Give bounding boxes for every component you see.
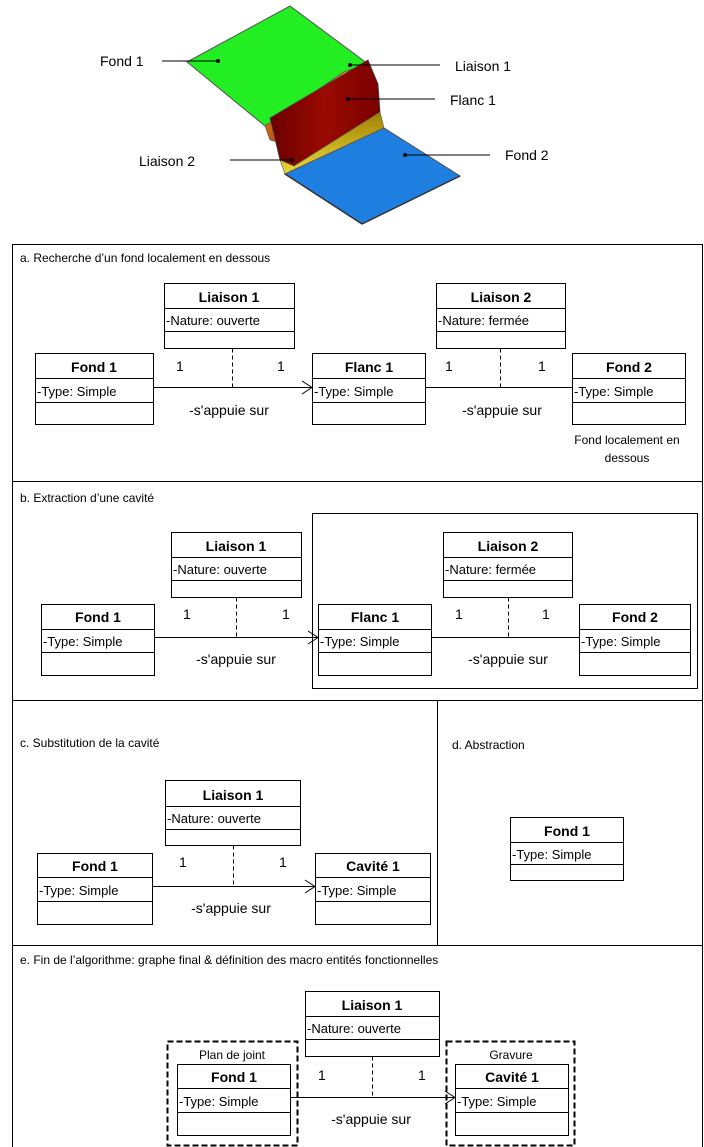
multiplicity: 1 [179, 854, 187, 870]
multiplicity: 1 [282, 606, 290, 622]
class-attribute: -Type: Simple [43, 634, 122, 649]
class-name: Fond 1 [72, 858, 118, 874]
class-name: Liaison 2 [478, 538, 539, 554]
association [153, 348, 573, 395]
class-box-fond2: Fond 2 -Type: Simple [579, 604, 691, 676]
class-name: Liaison 1 [206, 538, 267, 554]
class-name: Fond 1 [71, 359, 117, 375]
class-box-fond1: Fond 1 -Type: Simple [35, 353, 154, 425]
relation-label: -s'appuie sur [331, 1111, 411, 1127]
multiplicity: 1 [279, 854, 287, 870]
relation-label: -s'appuie sur [196, 651, 276, 667]
class-box-fond1: Fond 1 -Type: Simple [177, 1064, 291, 1136]
multiplicity: 1 [277, 358, 285, 374]
panel-c: c. Substitution de la cavité Fond 1 -Typ… [20, 736, 431, 925]
group-label-right: Gravure [489, 1048, 533, 1062]
class-attribute: -Type: Simple [581, 634, 660, 649]
class-attribute: -Nature: ouverte [307, 1021, 401, 1036]
panel-d: d. Abstraction Fond 1 -Type: Simple [452, 738, 624, 881]
group-plan-de-joint [166, 1040, 299, 1147]
multiplicity: 1 [455, 606, 463, 622]
class-name: Liaison 1 [199, 289, 260, 305]
panel-frame [12, 244, 703, 482]
multiplicity: 1 [418, 1067, 426, 1083]
multiplicity: 1 [318, 1067, 326, 1083]
relation-label: -s'appuie sur [462, 402, 542, 418]
class-attribute: -Type: Simple [457, 1094, 536, 1109]
association [154, 597, 580, 645]
relation-label: -s'appuie sur [189, 402, 269, 418]
class-attribute: -Type: Simple [320, 634, 399, 649]
association [290, 1056, 456, 1105]
class-name: Fond 1 [75, 609, 121, 625]
class-box-liaison1: Liaison 1 -Nature: ouverte [171, 532, 302, 598]
multiplicity: 1 [538, 358, 546, 374]
class-attribute: -Type: Simple [512, 847, 591, 862]
panel-e-title: e. Fin de l’algorithme: graphe final & d… [20, 953, 438, 967]
panel-e: e. Fin de l’algorithme: graphe final & d… [20, 953, 576, 1147]
class-box-liaison1: Liaison 1 -Nature: ouverte [164, 283, 295, 349]
class-name: Liaison 1 [342, 997, 403, 1013]
class-box-fond1: Fond 1 -Type: Simple [510, 817, 624, 881]
class-attribute: -Type: Simple [39, 883, 118, 898]
class-attribute: -Type: Simple [37, 384, 116, 399]
class-box-liaison2: Liaison 2 -Nature: fermée [436, 283, 566, 349]
class-box-cavite1: Cavité 1 -Type: Simple [315, 853, 431, 925]
label-fond2: Fond 2 [505, 147, 549, 163]
panel-a: a. Recherche d’un fond localement en des… [20, 251, 686, 465]
panel-b: b. Extraction d’une cavité Fond 1 -Type:… [20, 491, 698, 689]
class-attribute: -Nature: fermée [438, 313, 529, 328]
class-name: Flanc 1 [345, 359, 393, 375]
panel-c-title: c. Substitution de la cavité [20, 736, 160, 750]
panel-frames [12, 244, 703, 1147]
group-label-left: Plan de joint [199, 1048, 266, 1062]
class-box-cavite1: Cavité 1 -Type: Simple [455, 1064, 569, 1136]
class-name: Flanc 1 [351, 609, 399, 625]
association [152, 845, 316, 894]
class-box-liaison1: Liaison 1 -Nature: ouverte [305, 991, 440, 1057]
class-box-fond1: Fond 1 -Type: Simple [37, 853, 153, 925]
note-line: dessous [605, 451, 650, 465]
class-name: Fond 1 [211, 1069, 257, 1085]
relation-label: -s'appuie sur [191, 900, 271, 916]
panel-b-title: b. Extraction d’une cavité [20, 491, 154, 505]
class-attribute: -Type: Simple [314, 384, 393, 399]
label-liaison2: Liaison 2 [139, 153, 195, 169]
class-attribute: -Type: Simple [574, 384, 653, 399]
panel-a-title: a. Recherche d’un fond localement en des… [20, 251, 270, 265]
group-gravure [445, 1040, 576, 1147]
class-box-liaison1: Liaison 1 -Nature: ouverte [165, 780, 301, 846]
class-name: Fond 2 [612, 609, 658, 625]
class-name: Liaison 2 [471, 289, 532, 305]
label-fond1: Fond 1 [100, 53, 144, 69]
class-attribute: -Type: Simple [317, 883, 396, 898]
class-box-fond2: Fond 2 -Type: Simple [572, 353, 686, 425]
cavity-group-box [312, 513, 698, 689]
class-box-fond1: Fond 1 -Type: Simple [41, 604, 155, 676]
class-attribute: -Nature: ouverte [166, 313, 260, 328]
relation-label: -s'appuie sur [468, 651, 548, 667]
class-attribute: -Nature: ouverte [167, 811, 261, 826]
class-name: Cavité 1 [346, 858, 400, 874]
note-line: Fond localement en [574, 433, 679, 447]
multiplicity: 1 [176, 358, 184, 374]
part-illustration: Fond 1 Liaison 1 Flanc 1 Liaison 2 Fond … [100, 5, 549, 225]
class-attribute: -Type: Simple [179, 1094, 258, 1109]
panel-d-title: d. Abstraction [452, 738, 525, 752]
class-name: Fond 1 [544, 823, 590, 839]
multiplicity: 1 [445, 358, 453, 374]
class-attribute: -Nature: ouverte [173, 562, 267, 577]
multiplicity: 1 [542, 606, 550, 622]
class-box-flanc1: Flanc 1 -Type: Simple [318, 604, 432, 676]
class-box-liaison2: Liaison 2 -Nature: fermée [443, 532, 573, 598]
label-flanc1: Flanc 1 [450, 92, 496, 108]
multiplicity: 1 [183, 606, 191, 622]
class-box-flanc1: Flanc 1 -Type: Simple [312, 353, 426, 425]
class-name: Cavité 1 [485, 1069, 539, 1085]
class-attribute: -Nature: fermée [445, 562, 536, 577]
label-liaison1: Liaison 1 [455, 58, 511, 74]
class-name: Liaison 1 [203, 787, 264, 803]
class-name: Fond 2 [606, 359, 652, 375]
